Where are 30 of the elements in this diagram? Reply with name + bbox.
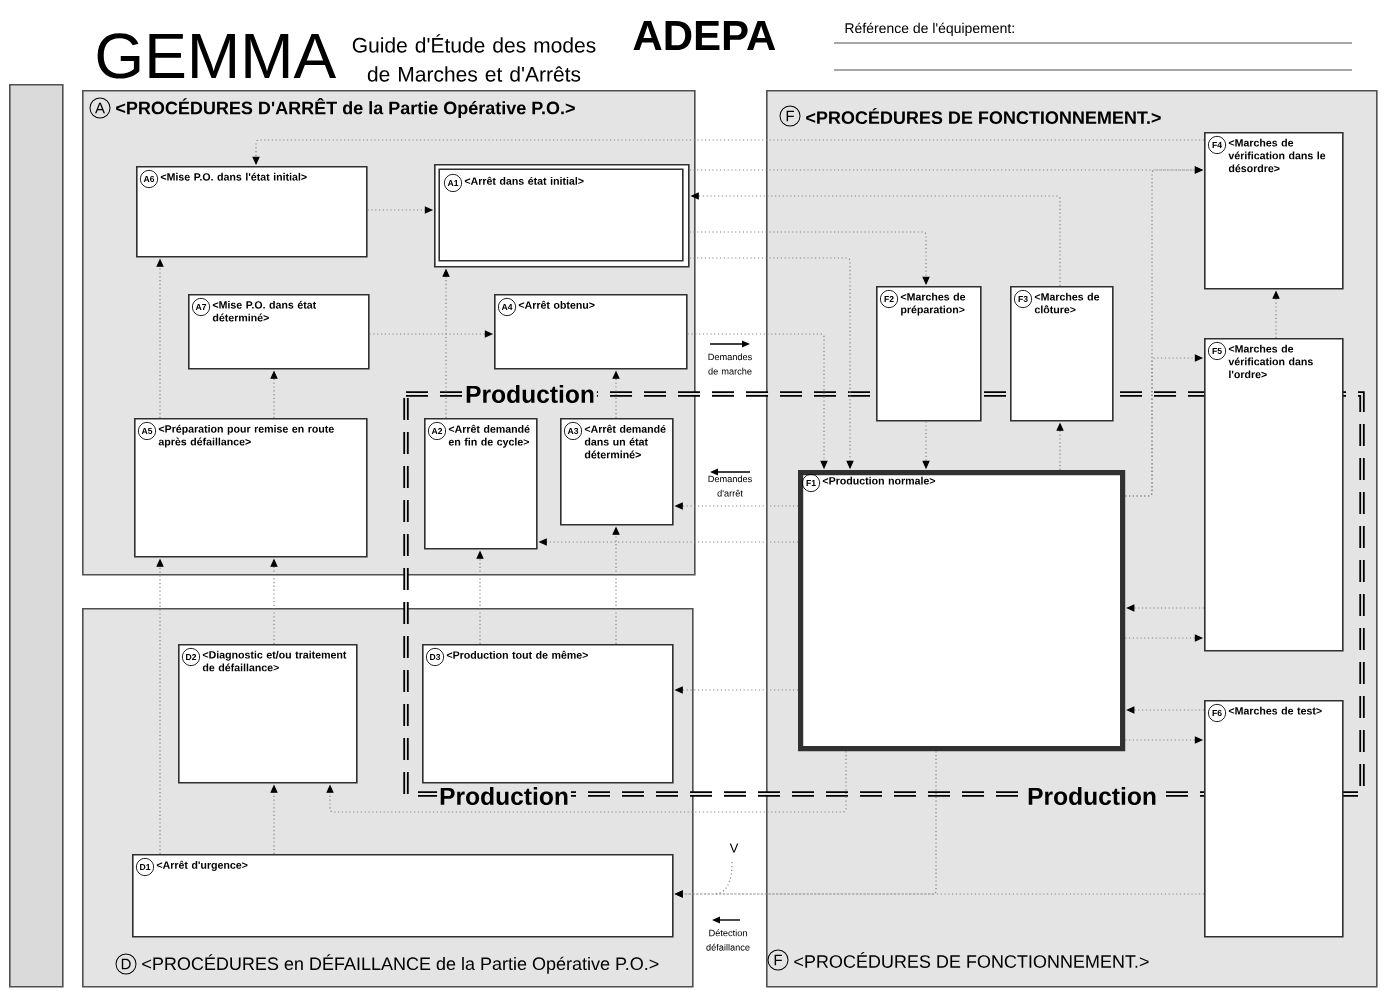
state-box xyxy=(134,418,368,558)
state-box xyxy=(876,286,982,422)
panel-heading: <PROCÉDURES en DÉFAILLANCE de la Partie Opérative P.O.> xyxy=(142,954,659,974)
state-box xyxy=(136,166,368,258)
panel-heading: <PROCÉDURES DE FONCTIONNEMENT.> xyxy=(806,107,1161,125)
zone-label: Production xyxy=(463,382,597,405)
state-box xyxy=(422,644,674,784)
title: GEMMA xyxy=(97,33,337,79)
state-box xyxy=(560,418,674,526)
organization-name: ADEPA xyxy=(633,21,776,50)
state-box xyxy=(1204,700,1344,938)
state-box xyxy=(494,294,688,370)
state-box xyxy=(1010,286,1114,422)
state-box xyxy=(188,294,370,370)
zone-label: Production xyxy=(437,784,571,808)
arrow xyxy=(1126,604,1205,612)
state-box xyxy=(178,644,358,784)
side-bar xyxy=(9,84,64,988)
state-box xyxy=(434,164,690,268)
arrow xyxy=(1126,706,1205,714)
panel-heading: <PROCÉDURES DE FONCTIONNEMENT.> xyxy=(794,952,1149,968)
subtitle: Guide d'Étude des modes de Marches et d'Arrêts xyxy=(352,34,596,82)
state-box xyxy=(1204,338,1344,652)
arrow xyxy=(326,750,847,813)
state-box xyxy=(1204,132,1344,290)
state-box xyxy=(424,418,538,550)
state-box xyxy=(798,470,1126,752)
zone-label: Production xyxy=(1025,784,1159,808)
panel-heading: <PROCÉDURES D'ARRÊT de la Partie Opérative P.O.> xyxy=(116,98,575,118)
state-box xyxy=(132,854,674,938)
